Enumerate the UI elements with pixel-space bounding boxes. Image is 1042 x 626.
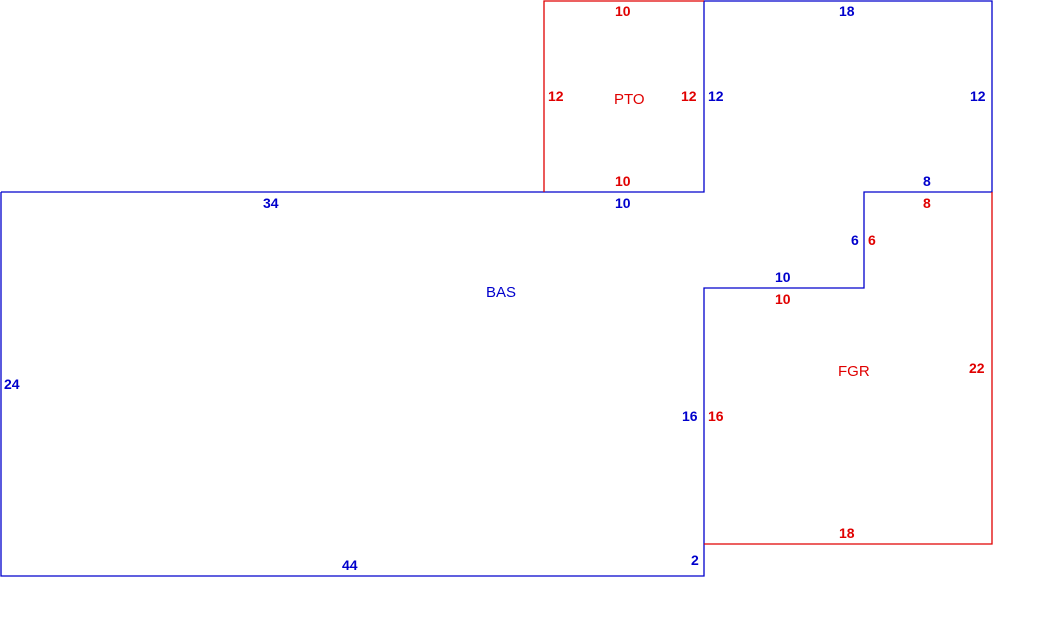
- bas-notch-top-dim: 10: [775, 269, 791, 285]
- bas-top-left-dim: 34: [263, 195, 279, 211]
- fgr-left-dim: 16: [708, 408, 724, 424]
- bas-area-label: BAS: [486, 284, 516, 301]
- bas-step-side-dim: 6: [851, 232, 859, 248]
- fgr-top-dim: 8: [923, 195, 931, 211]
- pto-right-dim: 12: [681, 88, 697, 104]
- bas-left-dim: 24: [4, 376, 20, 392]
- fgr-outline: [704, 192, 993, 545]
- bas-bottom-dim: 44: [342, 557, 358, 573]
- bas-upper-right-side-dim: 12: [970, 88, 986, 104]
- pto-outline: [543, 0, 704, 192]
- pto-top-dim: 10: [615, 3, 631, 19]
- bas-step-top-dim: 8: [923, 173, 931, 189]
- fgr-bottom-dim: 18: [839, 525, 855, 541]
- bas-bottom-step-dim: 2: [691, 552, 699, 568]
- pto-area-label: PTO: [614, 91, 645, 108]
- pto-left-dim: 12: [548, 88, 564, 104]
- bas-outline: [0, 0, 993, 577]
- fgr-notch-dim: 10: [775, 291, 791, 307]
- pto-bottom-dim: 10: [615, 173, 631, 189]
- bas-inner-side-dim: 16: [682, 408, 698, 424]
- bas-upper-right-top-dim: 18: [839, 3, 855, 19]
- bas-top-mid-dim: 10: [615, 195, 631, 211]
- fgr-step-side-dim: 6: [868, 232, 876, 248]
- bas-upper-left-side-dim: 12: [708, 88, 724, 104]
- fgr-area-label: FGR: [838, 363, 870, 380]
- fgr-right-dim: 22: [969, 360, 985, 376]
